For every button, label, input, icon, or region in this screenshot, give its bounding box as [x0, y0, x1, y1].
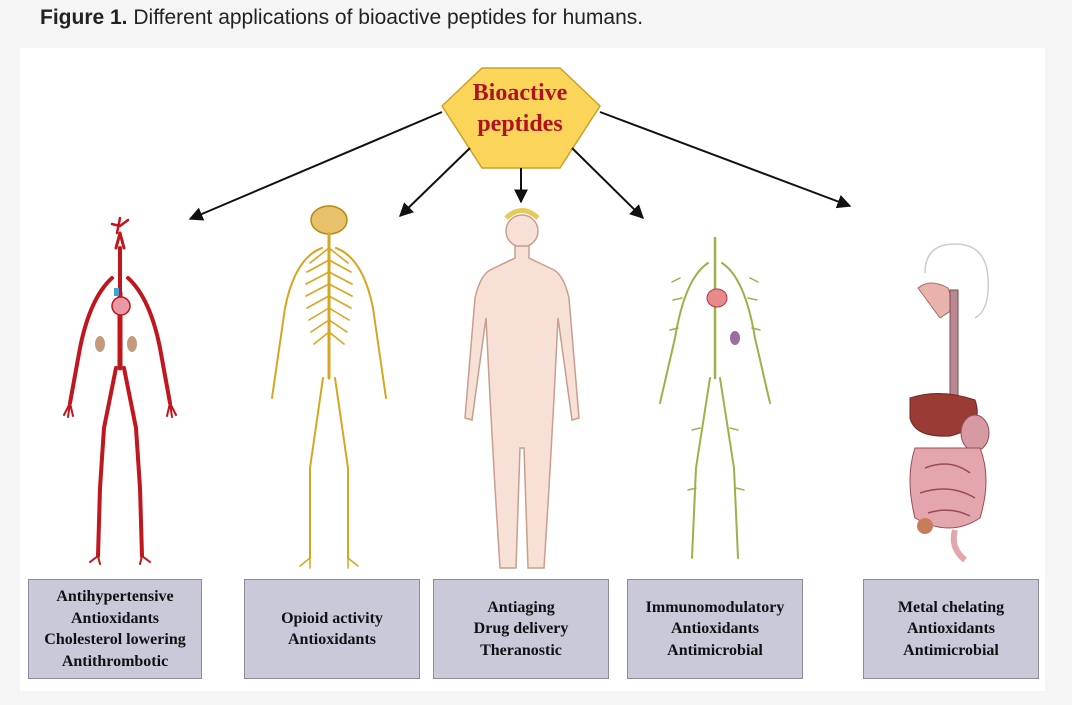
application-label: Antioxidants — [670, 620, 760, 638]
lymphatic-system-icon — [659, 236, 771, 559]
human-body-icon — [464, 214, 580, 569]
hub-hexagon — [441, 67, 601, 169]
hub-label: Bioactive peptides — [445, 78, 595, 140]
application-label: Metal chelating — [897, 598, 1005, 616]
figure-caption-text: Different applications of bioactive pept… — [133, 6, 644, 29]
application-box-circulatory: Antihypertensive Antioxidants Cholestero… — [28, 579, 202, 679]
application-label: Immunomodulatory — [645, 598, 785, 616]
vein-icon — [114, 288, 119, 296]
application-box-digestive: Metal chelating Antioxidants Antimicrobi… — [863, 579, 1039, 679]
arrow-1 — [188, 111, 443, 221]
circulatory-system-icon — [63, 216, 177, 565]
figure-panel: Bioactive peptides Antihypertensive Anti… — [20, 48, 1045, 691]
arrow-2 — [398, 147, 471, 217]
heart-icon — [706, 288, 728, 308]
application-box-nervous: Opioid activity Antioxidants — [244, 579, 420, 679]
hub-label-line: peptides — [477, 111, 563, 137]
digestive-system-icon — [909, 243, 990, 563]
spleen-icon — [730, 331, 740, 345]
application-label: Antihypertensive — [56, 588, 174, 605]
application-label: Antimicrobial — [903, 641, 999, 659]
application-label: Antithrombotic — [61, 652, 169, 670]
arrow-4 — [571, 147, 644, 219]
kidney-icon — [127, 336, 137, 352]
application-label: Opioid activity — [281, 609, 383, 627]
arrows — [188, 111, 852, 221]
arrow-5 — [599, 111, 852, 209]
hair-icon — [504, 208, 540, 220]
application-label: Antimicrobial — [667, 641, 763, 659]
heart-icon — [111, 296, 131, 316]
application-label: Antiaging — [487, 598, 555, 616]
kidney-icon — [95, 336, 105, 352]
application-label: Drug delivery — [473, 620, 569, 638]
application-label: Theranostic — [480, 641, 562, 659]
figure-label: Figure 1. — [40, 6, 128, 29]
application-box-body: Antiaging Drug delivery Theranostic — [433, 579, 609, 679]
hub-label-line: Bioactive — [472, 80, 568, 106]
application-label: Antioxidants — [287, 631, 377, 648]
application-label: Antioxidants — [70, 609, 160, 627]
application-box-lymphatic: Immunomodulatory Antioxidants Antimicrob… — [627, 579, 803, 679]
application-label: Antioxidants — [906, 620, 996, 638]
figure-caption: Figure 1. Different applications of bioa… — [40, 6, 643, 30]
diagram-canvas — [63, 67, 990, 569]
application-label: Cholesterol lowering — [44, 631, 186, 648]
nervous-system-icon — [271, 205, 387, 569]
